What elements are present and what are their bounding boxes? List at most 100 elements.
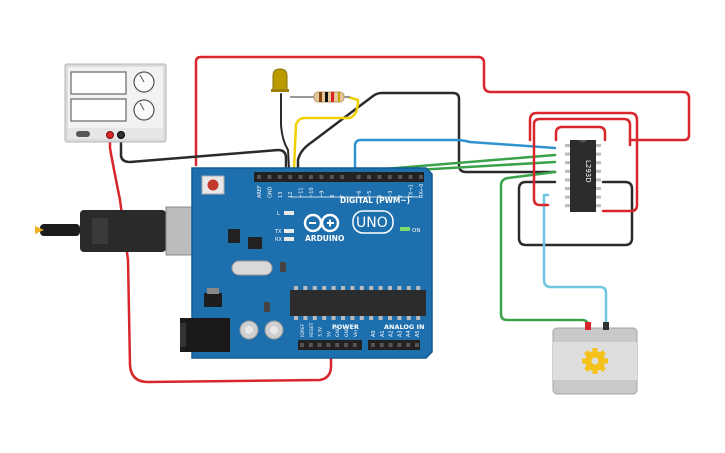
black-wire-gnd-to-driver <box>296 91 557 174</box>
power-pin[interactable] <box>300 343 304 347</box>
power-pin[interactable] <box>308 343 313 347</box>
digital-pin[interactable] <box>367 175 371 179</box>
chip-pin <box>331 316 336 320</box>
power-pin[interactable] <box>326 343 331 347</box>
chip-pin <box>406 286 411 290</box>
power-pin[interactable] <box>317 343 322 347</box>
driver-pin[interactable] <box>565 195 570 199</box>
digital-pin[interactable] <box>277 175 282 179</box>
chip-pin <box>294 286 298 290</box>
driver-pin[interactable] <box>596 169 601 173</box>
digital-pin-label: GND <box>267 186 273 198</box>
digital-pin[interactable] <box>309 175 313 179</box>
psu-terminal-positive[interactable] <box>106 131 114 139</box>
power-supply[interactable] <box>64 63 167 143</box>
digital-pin-label: ~6 <box>357 191 363 198</box>
digital-header[interactable] <box>254 172 424 182</box>
digital-pin[interactable] <box>387 175 392 179</box>
resistor[interactable] <box>290 91 350 103</box>
driver-pin[interactable] <box>565 204 570 208</box>
analog-pin[interactable] <box>406 343 411 347</box>
reset-button[interactable] <box>207 179 219 191</box>
driver-pin[interactable] <box>596 152 601 156</box>
driver-pin[interactable] <box>596 204 601 208</box>
digital-pin-label: AREF <box>257 185 263 198</box>
digital-label: DIGITAL (PWM~) <box>340 196 410 205</box>
digital-pin[interactable] <box>319 175 324 179</box>
analog-header[interactable] <box>368 340 420 350</box>
led-label-rx: RX <box>275 237 282 243</box>
power-pin[interactable] <box>344 343 348 347</box>
digital-pin-label: 13 <box>278 192 284 198</box>
driver-pins[interactable] <box>565 144 601 208</box>
analog-pin-label: A4 <box>406 330 412 337</box>
digital-pin[interactable] <box>377 175 382 179</box>
green-wire-motor <box>499 170 590 328</box>
digital-pin-label: ~5 <box>367 191 373 198</box>
chip-pin <box>350 316 355 320</box>
driver-pin[interactable] <box>565 161 570 165</box>
digital-pin[interactable] <box>356 175 361 179</box>
driver-pin[interactable] <box>596 195 601 199</box>
analog-pin-label: A1 <box>380 330 386 337</box>
chip-pin <box>322 316 327 320</box>
chip-pin <box>397 286 402 290</box>
barrel-jack <box>180 318 230 352</box>
digital-pin[interactable] <box>408 175 413 179</box>
digital-pin-label: ~11 <box>299 187 305 198</box>
digital-pin[interactable] <box>288 175 293 179</box>
driver-pin[interactable] <box>596 187 601 190</box>
chip-pin <box>331 286 336 290</box>
digital-pin[interactable] <box>340 175 345 179</box>
dc-motor[interactable] <box>552 322 638 395</box>
bottom-pin-holes[interactable] <box>300 343 419 347</box>
analog-pin[interactable] <box>379 343 384 347</box>
gear-tooth <box>603 358 608 364</box>
digital-pin-holes[interactable] <box>257 175 423 179</box>
digital-pin[interactable] <box>419 175 423 179</box>
driver-pin[interactable] <box>565 152 570 156</box>
digital-pin[interactable] <box>298 175 303 179</box>
chip-pin <box>378 316 383 320</box>
digital-pin[interactable] <box>257 175 261 179</box>
analog-pin[interactable] <box>388 343 393 347</box>
analog-pin[interactable] <box>371 343 375 347</box>
driver-pin[interactable] <box>596 161 601 165</box>
atmega-chip <box>290 290 426 316</box>
yellow-wire-resistor <box>292 95 360 170</box>
chip-pin <box>359 316 364 320</box>
gear-icon <box>582 348 608 374</box>
driver-pin[interactable] <box>596 144 601 147</box>
driver-pin[interactable] <box>565 178 570 182</box>
analog-label: ANALOG IN <box>384 323 424 331</box>
digital-pin-label: TX→1 <box>409 184 415 199</box>
driver-pin[interactable] <box>565 144 570 147</box>
psu-terminal-negative[interactable] <box>117 131 125 139</box>
led[interactable] <box>271 68 289 92</box>
analog-pin[interactable] <box>397 343 402 347</box>
gear-tooth <box>584 350 592 358</box>
l293d-driver[interactable]: L293D <box>565 140 601 212</box>
analog-pin[interactable] <box>415 343 419 347</box>
power-pin-label: 5V <box>326 330 332 337</box>
driver-pin[interactable] <box>565 169 570 173</box>
motor-terminal-2[interactable] <box>603 322 609 330</box>
driver-pin[interactable] <box>565 187 570 190</box>
chip-pin <box>416 316 421 320</box>
driver-pin[interactable] <box>596 178 601 182</box>
chip-pin <box>397 316 402 320</box>
psu-power-switch[interactable] <box>76 131 90 137</box>
digital-pin[interactable] <box>329 175 334 179</box>
digital-pin[interactable] <box>398 175 403 179</box>
digital-pin[interactable] <box>267 175 272 179</box>
gear-tooth <box>582 358 587 364</box>
power-pin[interactable] <box>335 343 340 347</box>
motor-terminal-1[interactable] <box>585 322 591 330</box>
gear-tooth <box>592 348 598 353</box>
power-pin[interactable] <box>352 343 357 347</box>
red-wire-driver-outer <box>528 111 639 213</box>
power-pin-label: 3.3V <box>318 326 324 337</box>
led-lead-wire <box>280 93 290 169</box>
